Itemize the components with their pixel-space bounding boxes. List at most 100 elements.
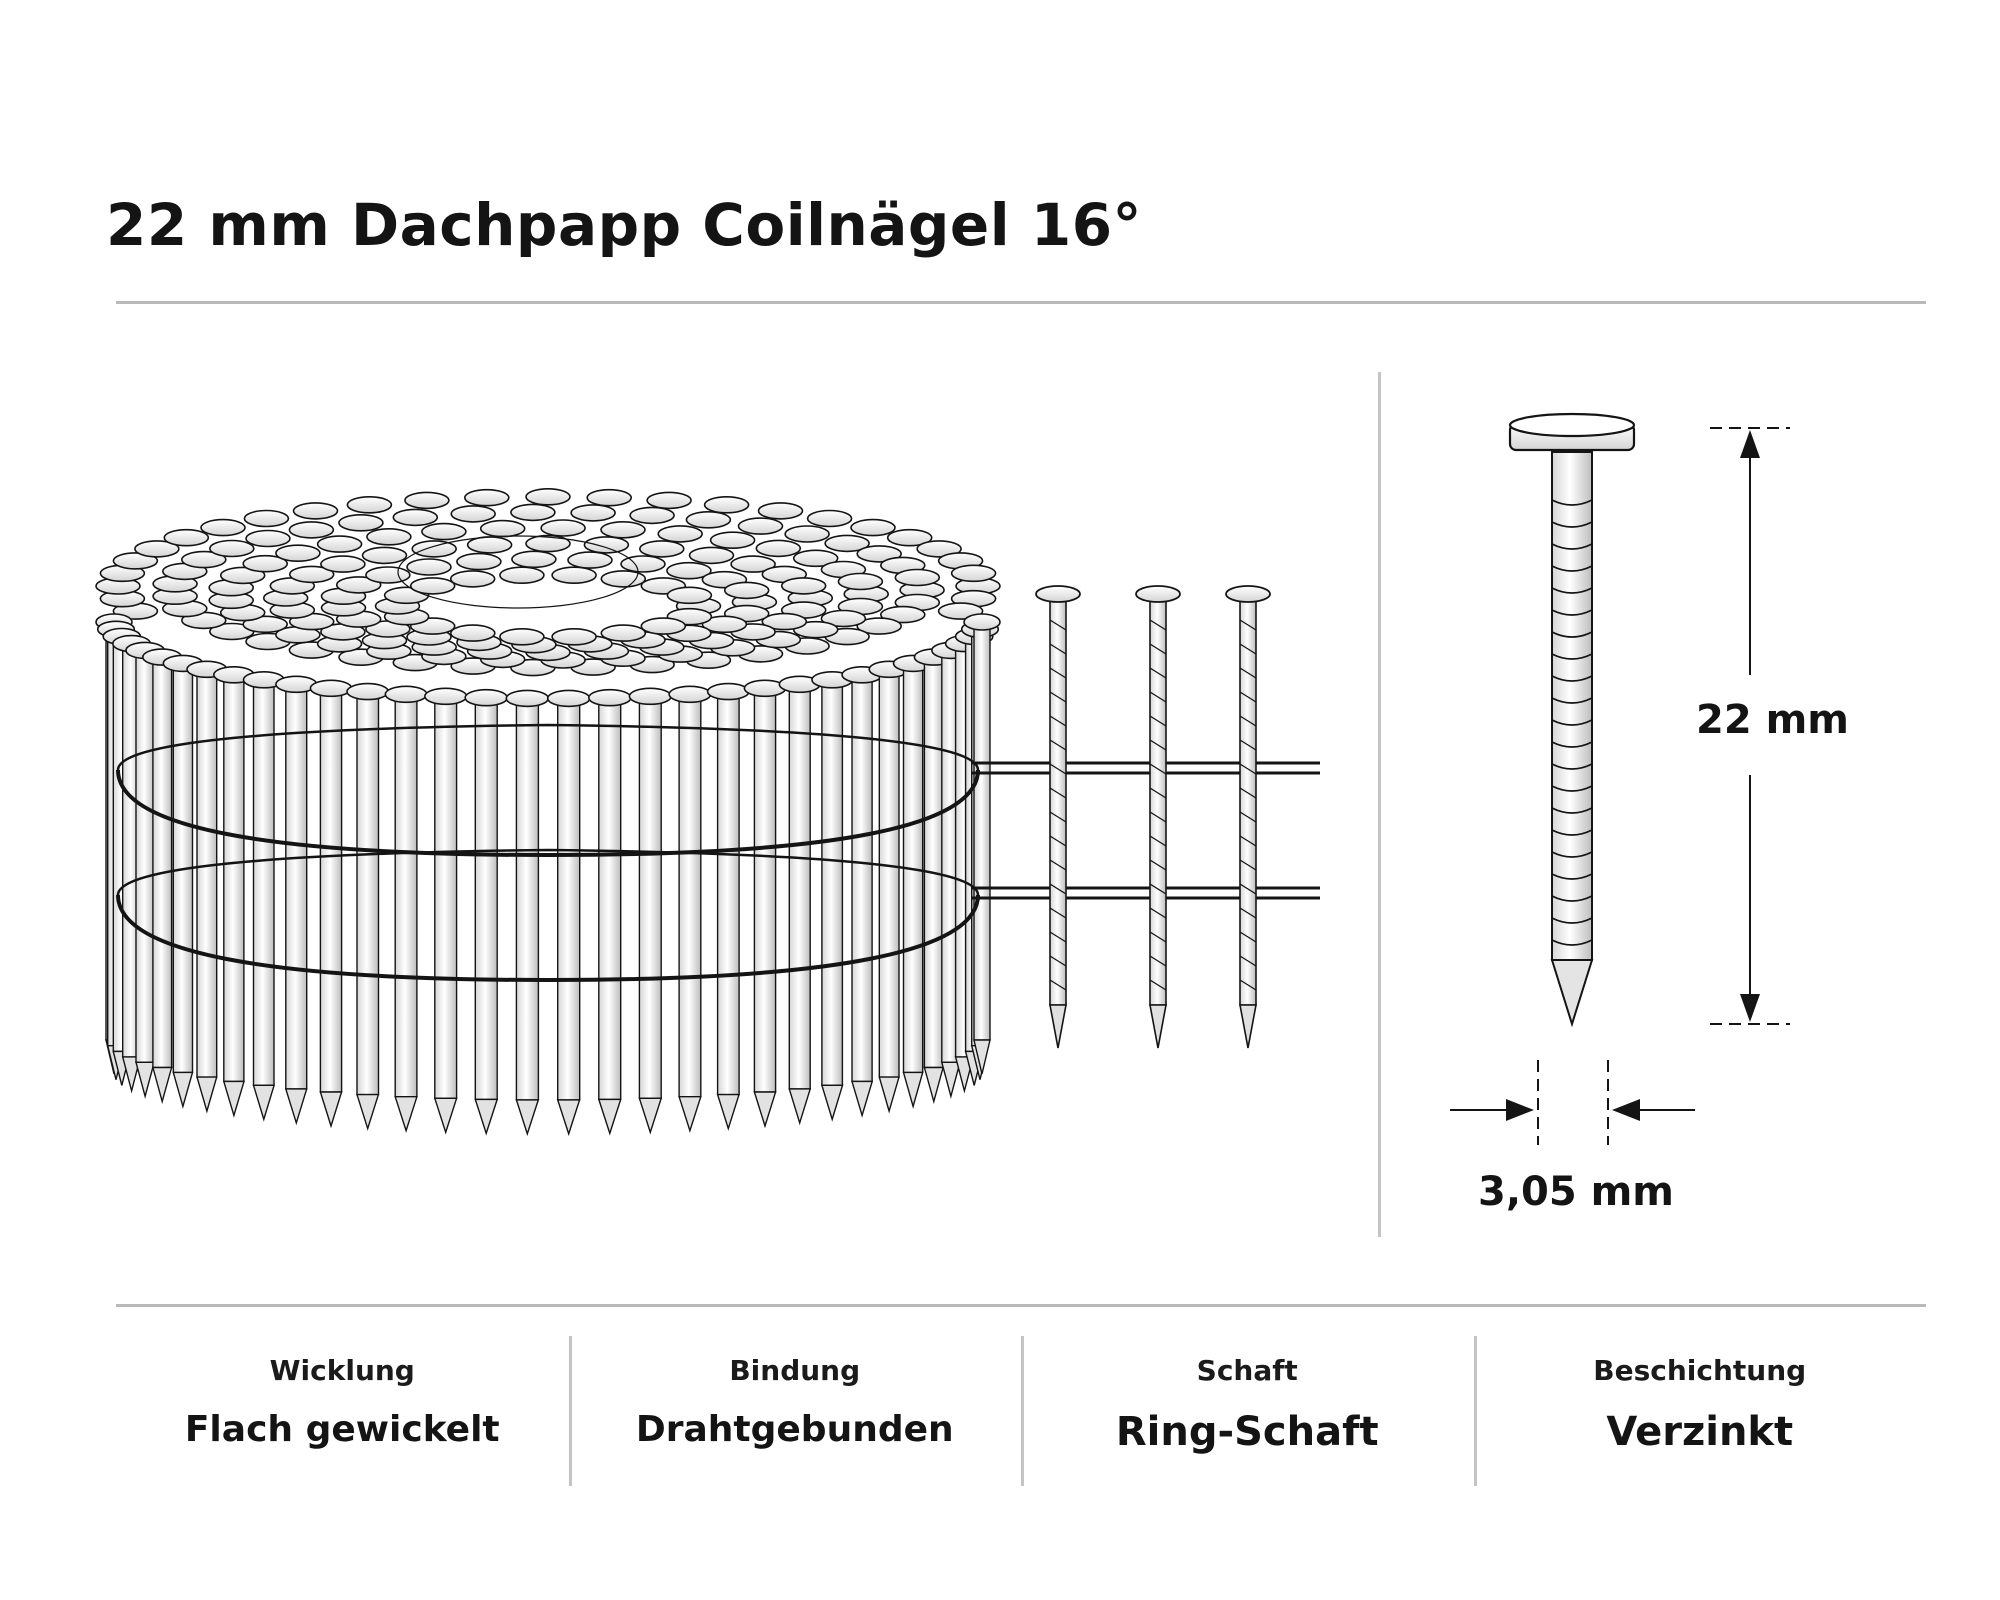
nail-head [366,527,412,546]
nail-head [411,540,458,558]
nail-coil [95,487,1320,1137]
shaft-ring [1551,499,1593,506]
spec-value: Drahtgebunden [635,1409,954,1450]
spec-label: Bindung [729,1354,861,1387]
shaft-ring [1551,807,1593,814]
coil-back-heads [95,487,1001,677]
nail-head [449,624,496,642]
nail-head [338,513,384,532]
nail-head [657,525,704,543]
nail-head [409,577,456,595]
nail-head [629,506,675,525]
nail-head [112,552,159,570]
section-divider [1378,372,1381,1237]
coil-nail [186,660,228,1114]
coil-nail [778,675,821,1126]
nail-head [404,491,450,510]
shaft-ring [1551,873,1593,880]
arrow-right-icon [1506,1099,1534,1121]
nail-head [421,522,467,541]
nail-head [820,609,867,628]
coil-nail [346,682,390,1131]
coil-nail [868,660,910,1114]
shaft-ring [1551,631,1593,638]
nail-head [406,558,452,576]
nail-head [466,536,513,554]
top-divider [116,301,1926,304]
nail-head [856,545,903,563]
nail-head [784,525,830,543]
nail-head [792,549,839,568]
nail-head [242,615,289,634]
binding-wire-back [116,723,980,771]
nail-head [824,534,870,553]
nail-head [638,540,685,558]
spec-label: Wicklung [269,1354,415,1387]
nail-head [292,502,339,520]
nail-head [346,495,393,514]
nail-head [879,605,926,624]
nail-head [600,624,647,642]
nail-head [583,536,630,554]
nail-head [640,617,687,635]
nail-head [620,555,666,573]
coil-nail [587,688,632,1136]
nail-head [551,627,597,646]
nail-head [245,529,291,548]
coil-nail [424,687,468,1135]
nail-head [737,517,784,535]
nail-head [757,502,804,520]
nail-head [335,576,382,594]
binding-wire-front [116,894,980,983]
nail-head [181,550,227,569]
nail-head [525,534,571,553]
coil-front-nails [95,613,1001,1137]
nail-head [709,531,756,550]
shaft-ring [1551,653,1593,660]
nail-head [275,544,321,563]
shaft-ring [1551,697,1593,704]
coil-center-opening [397,535,639,609]
coil-nail [212,665,255,1118]
nail-head [850,518,896,537]
shaft-ring [1551,609,1593,616]
dimension-lines [1450,427,1790,1145]
nail-head [200,518,246,537]
coil-nail [668,685,712,1134]
nail-head [886,528,933,547]
nail-head [209,539,255,558]
shaft-ring [1551,543,1593,550]
nail-head [525,487,571,506]
coil-nail [309,679,353,1129]
coil-nail [841,665,884,1118]
nail-head [242,554,289,573]
nail-head [916,540,962,558]
nail-head [316,535,363,553]
coil-nail [384,685,428,1134]
nail-tip [1550,959,1594,1028]
coil-nail [628,687,672,1135]
nail-head [780,577,827,595]
nail-head [361,546,408,565]
shaft-ring [1551,763,1593,770]
nail-head [688,546,735,565]
shaft-ring [1551,741,1593,748]
arrow-up-icon [1740,430,1760,458]
nail-head [856,617,903,635]
length-dimension-label: 22 mm [1696,697,1849,743]
nail-head [567,551,613,569]
arrow-left-icon [1612,1099,1640,1121]
nail-head [755,539,802,558]
strip-nail [1035,585,1081,1049]
binding-wire-front [116,769,980,858]
shaft-ring [1551,851,1593,858]
nail-head [499,627,545,646]
nail-head [320,555,366,573]
spec-label: Beschichtung [1593,1354,1807,1387]
coil-binding-wires [116,723,1320,983]
coil-nail [275,675,318,1126]
nail-shaft [1551,451,1593,961]
coil-nail [706,682,750,1131]
nail-head [479,519,526,538]
